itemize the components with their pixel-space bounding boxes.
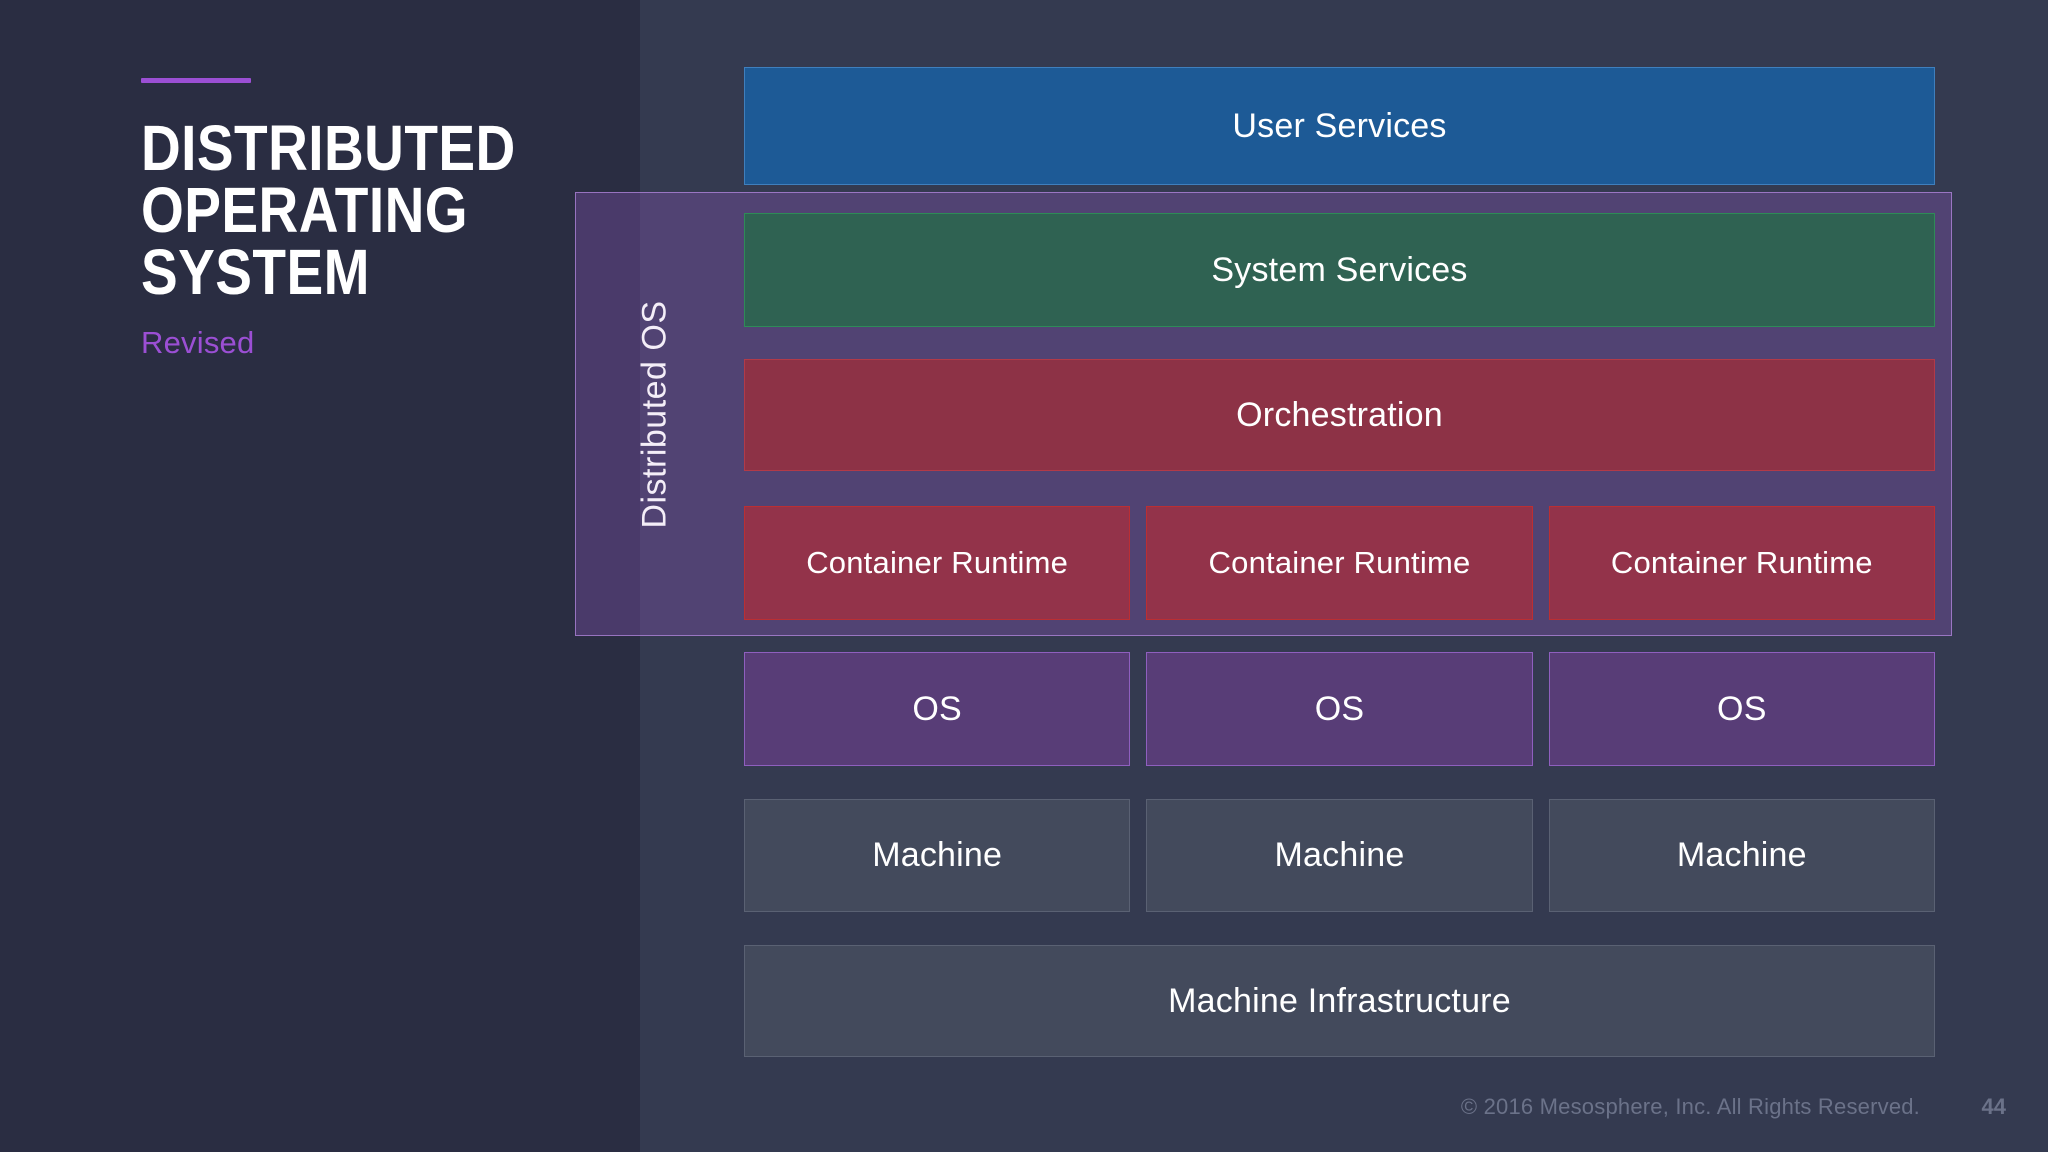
stack-box-os: OS xyxy=(744,652,1131,766)
stack-box-user-services: User Services xyxy=(744,67,1935,185)
stack-box-label: OS xyxy=(1314,689,1365,728)
stack-box-label: Orchestration xyxy=(1236,395,1443,434)
stack-box-label: Container Runtime xyxy=(1610,545,1873,580)
stack-box-label: Container Runtime xyxy=(1208,545,1471,580)
accent-rule xyxy=(141,78,251,83)
footer-copyright: © 2016 Mesosphere, Inc. All Rights Reser… xyxy=(1460,1094,1920,1119)
stack-box-label: User Services xyxy=(1232,106,1447,145)
stack-box-container-runtime: Container Runtime xyxy=(744,506,1131,620)
background-left-panel xyxy=(0,0,640,1152)
stack-box-label: Machine xyxy=(872,836,1003,874)
stack-box-orchestration: Orchestration xyxy=(744,359,1935,471)
stack-box-label: Machine Infrastructure xyxy=(1168,981,1511,1020)
footer-page-number: 44 xyxy=(1981,1094,2006,1119)
stack-box-container-runtime: Container Runtime xyxy=(1548,506,1935,620)
page-subtitle: Revised xyxy=(141,325,255,361)
stack-box-label: Machine xyxy=(1676,836,1807,874)
stack-box-machine: Machine xyxy=(744,799,1131,912)
stack-box-label: System Services xyxy=(1211,250,1468,289)
title-block: DISTRIBUTED OPERATING SYSTEM Revised xyxy=(141,78,581,361)
stack-box-label: Container Runtime xyxy=(806,545,1069,580)
stack-box-machine: Machine xyxy=(1146,799,1533,912)
stack-box-container-runtime: Container Runtime xyxy=(1146,506,1533,620)
stack-box-label: OS xyxy=(1717,689,1767,728)
stack-box-os: OS xyxy=(1146,652,1533,766)
stack-box-machine: Machine xyxy=(1548,799,1935,912)
stack-box-label: OS xyxy=(912,689,962,728)
stack-box-machine-infrastructure: Machine Infrastructure xyxy=(744,945,1935,1057)
page-title: DISTRIBUTED OPERATING SYSTEM xyxy=(141,112,516,309)
stack-box-os: OS xyxy=(1548,652,1935,766)
stack-box-system-services: System Services xyxy=(744,213,1935,327)
stack-box-label: Machine xyxy=(1274,836,1405,874)
